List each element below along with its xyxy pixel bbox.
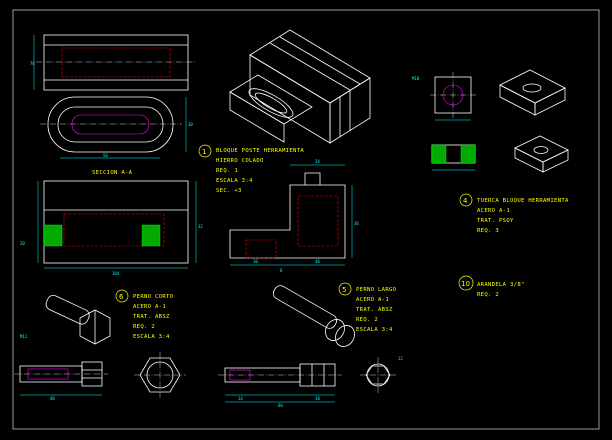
dim-18: 18 [315, 396, 320, 401]
oval-slot-view: 56 30 [40, 96, 193, 159]
part-5-scale: ESCALA 3:4 [356, 327, 393, 333]
long-bolt-end-view: 12 [360, 356, 403, 393]
dim-48: 48 [315, 259, 320, 264]
part-1-material: HIERRO COLADO [216, 158, 264, 164]
block-isometric [229, 29, 371, 144]
nut-isometric [499, 69, 566, 116]
dim-14: 14 [238, 396, 243, 401]
part-4-material: ACERO A-1 [477, 208, 510, 214]
dim-56: 56 [103, 153, 108, 158]
part-1-sec: SEC. +3 [216, 188, 242, 194]
part-10-number: 10 [461, 280, 470, 288]
part-5-title: PERNO LARGO [356, 287, 397, 293]
dim-76: 76 [30, 61, 35, 66]
part-10-req: REQ. 2 [477, 292, 499, 298]
part-5-number: 5 [342, 286, 346, 294]
dim-32: 32 [198, 224, 203, 229]
part-4-title: TUERCA BLOQUE HERRAMIENTA [477, 198, 569, 204]
short-bolt-isometric [45, 295, 111, 345]
nut-top-view: M10 [412, 72, 476, 121]
dim-m10: M10 [412, 76, 420, 81]
dim-40: 40 [50, 396, 55, 401]
part-4-treatment: TRAT. PSOY [477, 218, 514, 224]
part-6-number: 6 [119, 293, 124, 301]
part-5-treatment: TRAT. ABSZ [356, 307, 393, 313]
dim-60: 60 [278, 403, 283, 408]
part-4-number: 4 [463, 197, 468, 205]
part-10-title: ARANDELA 3/8" [477, 282, 525, 288]
part-5-req: REQ. 2 [356, 317, 378, 323]
dim-36: 36 [354, 221, 359, 226]
part-1-number: 1 [202, 148, 206, 156]
dim-m12: M12 [20, 334, 28, 339]
part-5-material: ACERO A-1 [356, 297, 389, 303]
dim-8: 8 [280, 268, 283, 273]
nut-section-view [431, 144, 476, 171]
sheet-border [12, 9, 600, 430]
dim-20: 20 [20, 241, 25, 246]
dim-10: 10 [253, 259, 258, 264]
part-6-label: 6 PERNO CORTO ACERO A-1 TRAT. ABSZ REQ. … [115, 289, 174, 340]
part-6-req: REQ. 2 [133, 324, 155, 330]
part-4-label: 4 TUERCA BLOQUE HERRAMIENTA ACERO A-1 TR… [459, 193, 569, 234]
dim-12: 12 [398, 356, 403, 361]
part-6-title: PERNO CORTO [133, 294, 174, 300]
part-6-material: ACERO A-1 [133, 304, 166, 310]
part-1-scale: ESCALA 3:4 [216, 178, 253, 184]
nut-small-isometric [514, 135, 569, 173]
long-bolt-side-view: 14 60 18 [218, 363, 342, 408]
part-1-title: BLOQUE POSTE HERRAMIENTA [216, 148, 304, 154]
part-4-req: REQ. 3 [477, 228, 499, 234]
part-6-treatment: TRAT. ABSZ [133, 314, 170, 320]
dim-30: 30 [188, 122, 193, 127]
short-bolt-end-view [134, 352, 186, 398]
section-label: SECCION A-A [92, 170, 133, 176]
block-profile-view: 10 48 24 36 8 [229, 159, 359, 273]
dim-104: 104 [112, 271, 120, 276]
short-bolt-side-view: 40 M12 [14, 334, 108, 401]
part-5-label: 5 PERNO LARGO ACERO A-1 TRAT. ABSZ REQ. … [338, 282, 397, 333]
long-bolt-isometric [272, 285, 355, 347]
dim-24: 24 [315, 159, 320, 164]
section-a-a: 104 20 32 [20, 180, 203, 276]
block-top-view: 76 [30, 34, 196, 91]
part-1-label: 1 BLOQUE POSTE HERRAMIENTA HIERRO COLADO… [198, 144, 304, 194]
part-10-label: 10 ARANDELA 3/8" REQ. 2 [458, 275, 525, 298]
part-6-scale: ESCALA 3:4 [133, 334, 170, 340]
part-1-req: REQ. 1 [216, 168, 238, 174]
